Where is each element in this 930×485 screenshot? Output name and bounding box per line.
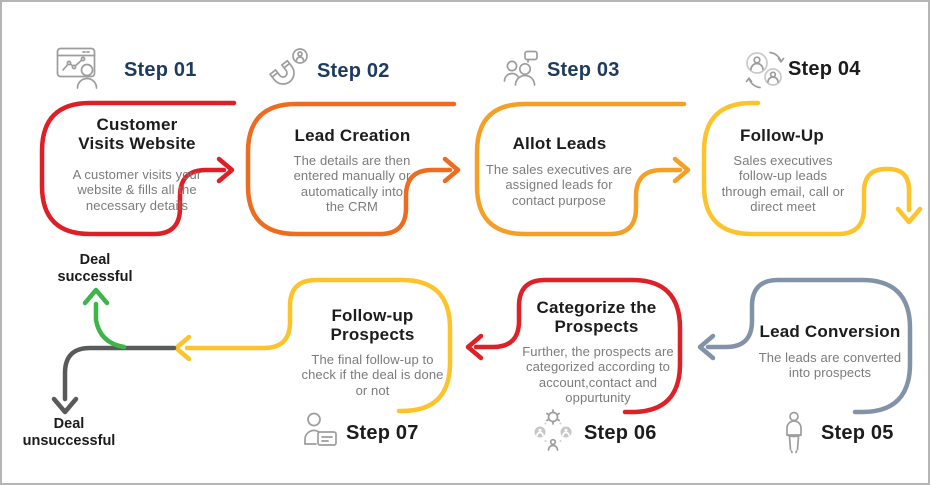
step-5-label: Step 05 (821, 422, 894, 444)
step-3-description: The sales executives are assigned leads … (485, 162, 633, 208)
deal-successful-label: Deal successful (57, 252, 133, 285)
prospect-id-icon (304, 412, 337, 446)
step-4-connector (701, 100, 923, 237)
up-arrow-icon (82, 287, 110, 306)
categorize-process-icon (534, 409, 572, 451)
step-3-connector (474, 101, 691, 237)
step-2-connector (245, 101, 461, 237)
step-5-title: Lead Conversion (759, 322, 901, 341)
step-6-label: Step 06 (584, 422, 657, 444)
prospect-person-icon (786, 411, 802, 454)
deal-unsuccessful-connector (51, 345, 177, 415)
step-1-connector (39, 100, 237, 237)
right-arrow-icon (672, 156, 691, 184)
down-arrow-icon (51, 396, 79, 415)
step-6-title: Categorize the Prospects (536, 298, 657, 337)
website-analytics-icon (56, 47, 98, 89)
step-1-description: A customer visits your website & fills a… (72, 167, 202, 213)
right-arrow-icon (442, 156, 461, 184)
step-1-label: Step 01 (124, 59, 197, 81)
deal-unsuccessful-label: Deal unsuccessful (22, 416, 116, 449)
step-3-title: Allot Leads (512, 134, 607, 153)
step-6-connector (465, 277, 683, 415)
step-7-title: Follow-up Prospects (330, 306, 415, 345)
step-7-description: The final follow-up to check if the deal… (301, 352, 444, 398)
step-3-label: Step 03 (547, 59, 620, 81)
step-7-label: Step 07 (346, 422, 419, 444)
step-2-label: Step 02 (317, 60, 390, 82)
step-1-title: Customer Visits Website (78, 115, 196, 154)
left-arrow-icon (465, 333, 484, 361)
team-discussion-icon (503, 50, 538, 86)
deal-successful-connector (82, 287, 127, 350)
user-exchange-icon (745, 51, 785, 89)
step-6-description: Further, the prospects are categorized a… (522, 344, 674, 405)
step-4-title: Follow-Up (740, 126, 824, 145)
down-arrow-icon (895, 206, 923, 225)
step-5-description: The leads are converted into prospects (758, 350, 902, 381)
step-2-title: Lead Creation (294, 126, 411, 145)
step-4-label: Step 04 (788, 58, 861, 80)
left-arrow-icon (697, 333, 716, 361)
lead-magnet-icon (269, 48, 308, 85)
right-arrow-icon (216, 156, 235, 184)
step-5-connector (697, 277, 913, 415)
step-4-description: Sales executives follow-up leads through… (721, 153, 845, 214)
step-2-description: The details are then entered manually or… (293, 153, 411, 214)
